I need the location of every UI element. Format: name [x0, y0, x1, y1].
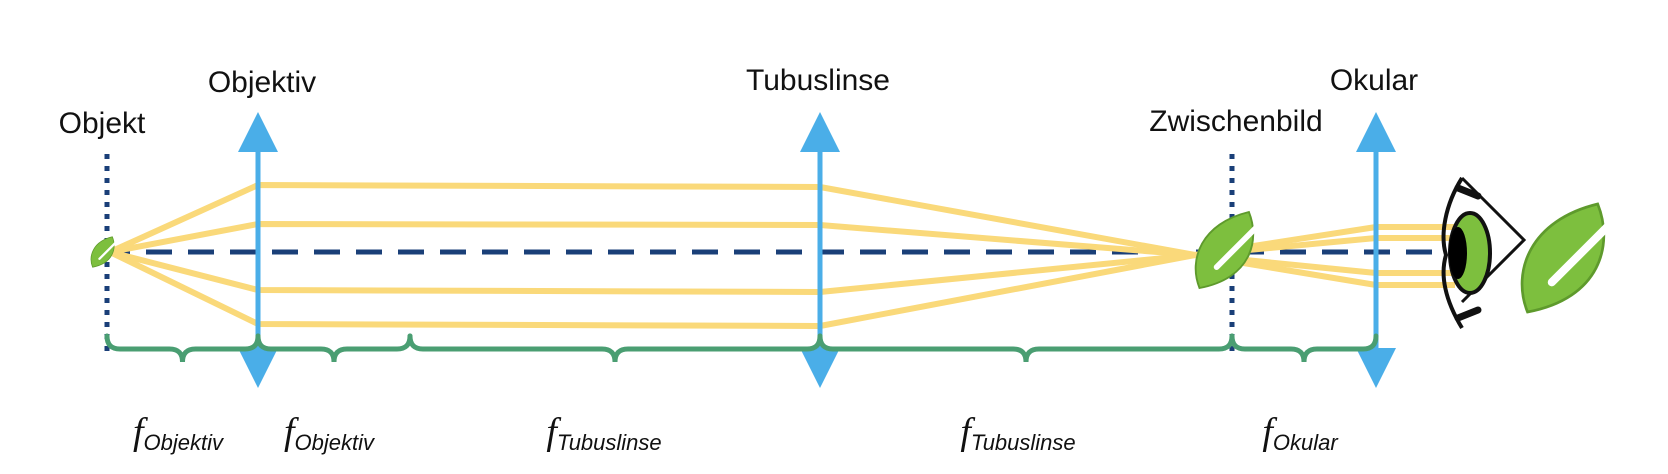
- distance-label: fTubuslinse: [546, 411, 661, 455]
- ray-3: [109, 249, 1455, 295]
- distance-brace: [817, 333, 1235, 363]
- distance-brace: [104, 333, 261, 363]
- final-image-leaf-icon: [1522, 204, 1617, 312]
- ray-1: [108, 182, 1455, 258]
- distance-label: fOkular: [1262, 411, 1339, 455]
- objekt-label: Objekt: [59, 107, 146, 140]
- distance-label: fObjektiv: [284, 411, 376, 455]
- distance-brace: [407, 333, 823, 363]
- eye-icon: [1441, 176, 1527, 330]
- distance-braces: [104, 333, 1379, 363]
- zwischenbild-label: Zwischenbild: [1149, 105, 1322, 138]
- light-rays: [108, 182, 1455, 329]
- distance-brace: [1229, 333, 1379, 363]
- objektiv-label: Objektiv: [208, 66, 316, 99]
- distance-label: fTubuslinse: [960, 411, 1075, 455]
- distance-brace: [255, 333, 413, 363]
- distance-label: fObjektiv: [133, 411, 225, 455]
- tubuslinse-label: Tubuslinse: [746, 64, 890, 97]
- okular-label: Okular: [1330, 64, 1418, 97]
